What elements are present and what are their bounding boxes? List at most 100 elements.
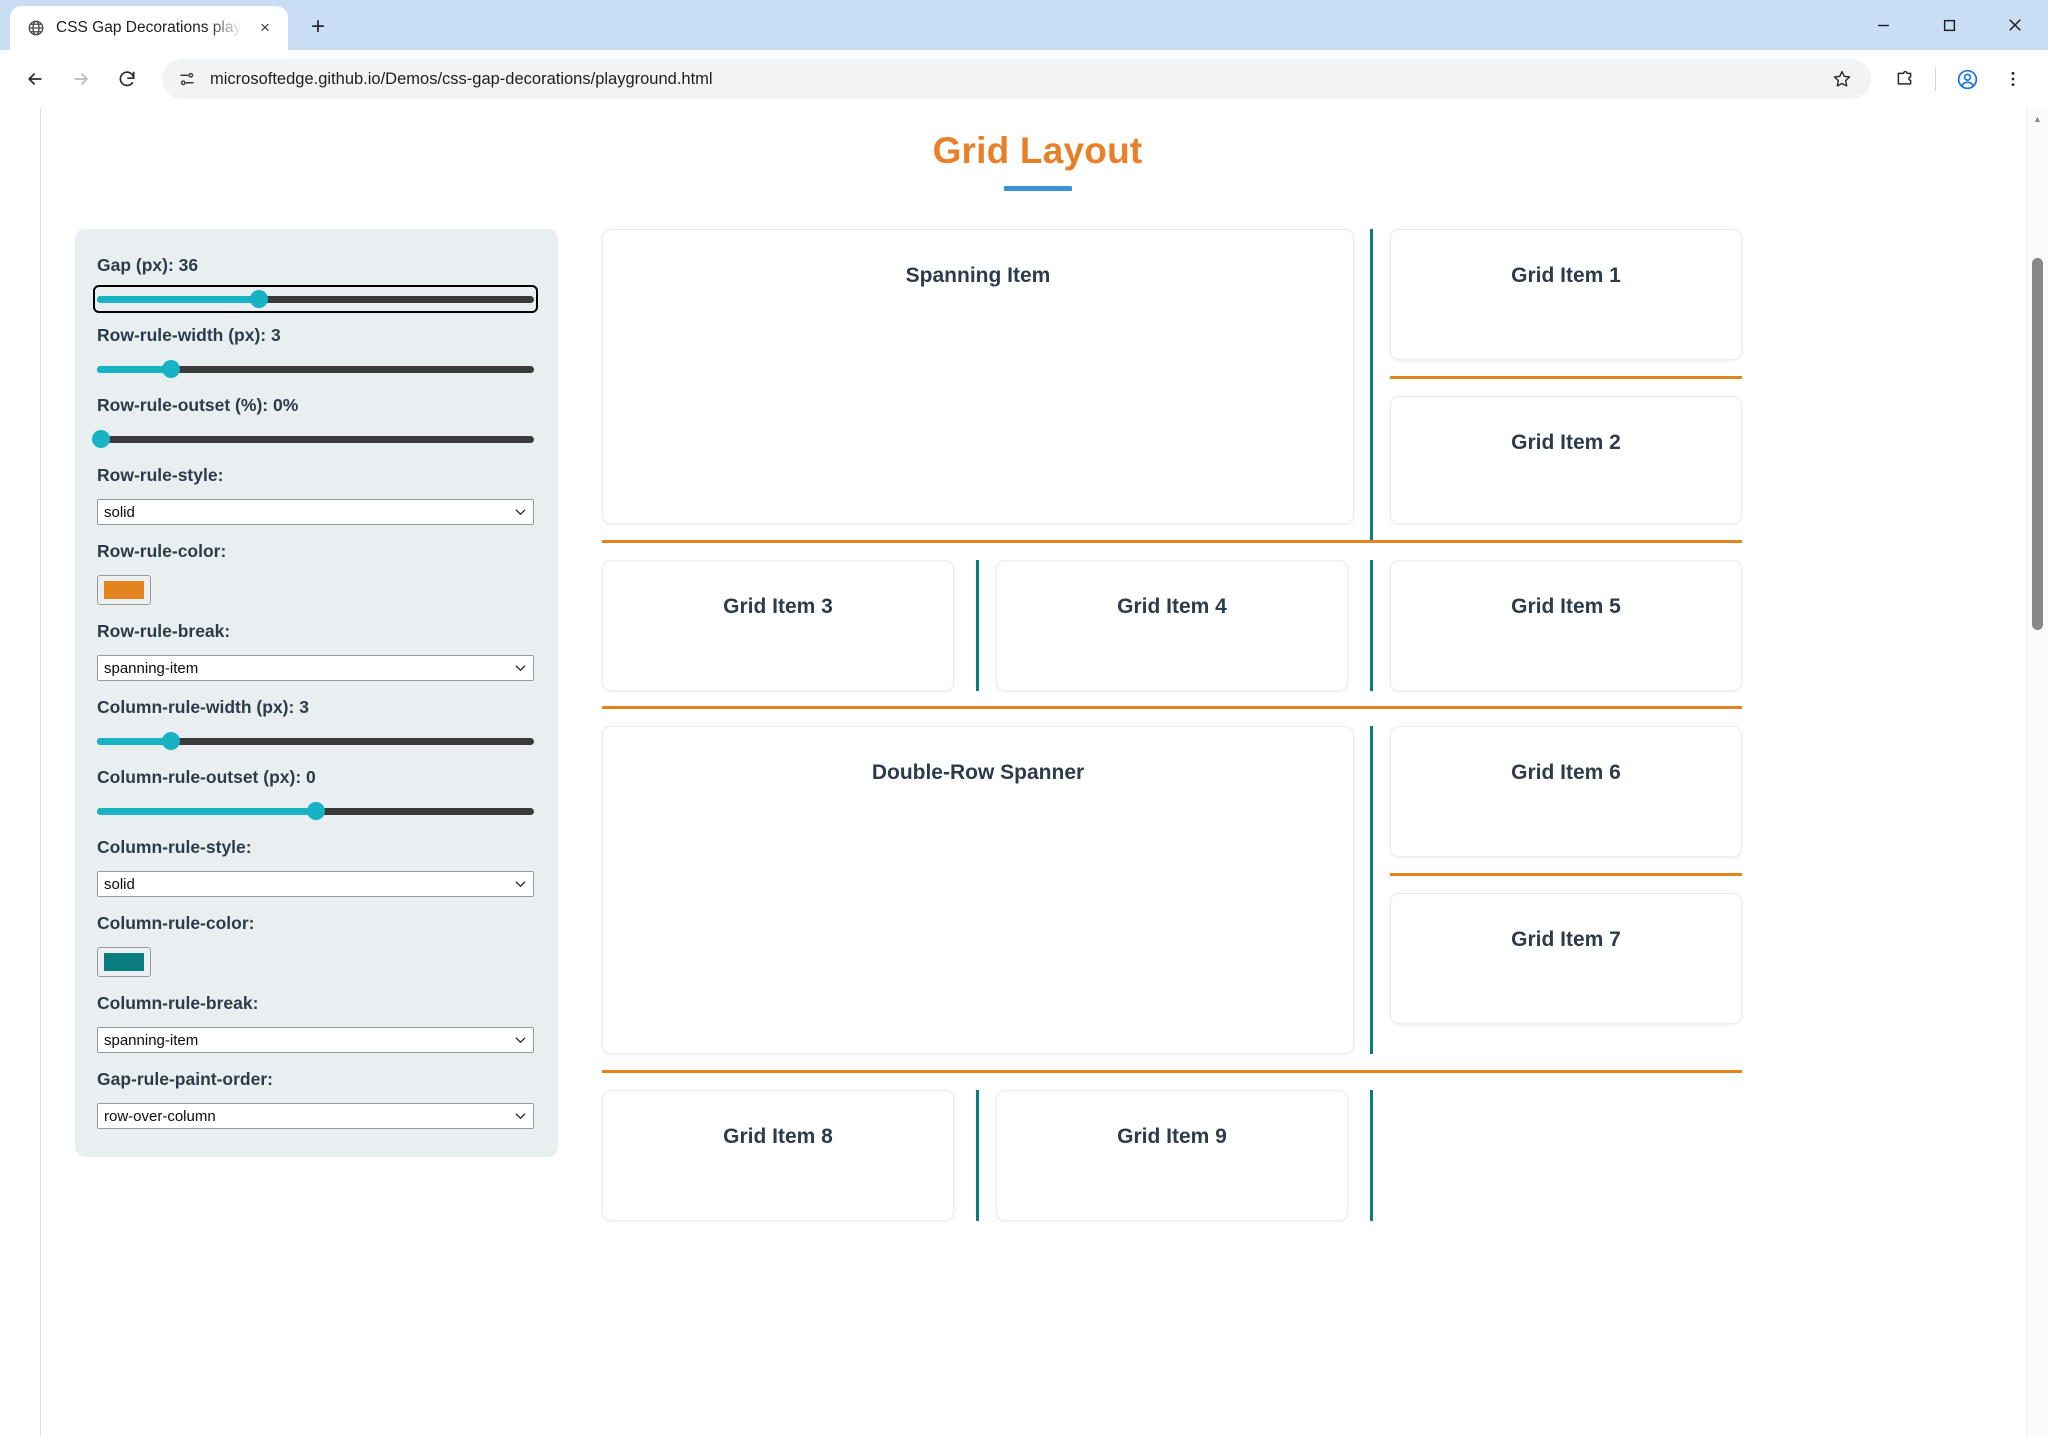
row-rule (1390, 873, 1742, 876)
select-value-gap-rule-paint-order: row-over-column (104, 1107, 216, 1125)
control-label-column-rule-color: Column-rule-color: (97, 913, 255, 933)
column-rule (1370, 726, 1373, 1054)
control-row-rule-width: Row-rule-width (px): 3 (97, 325, 534, 379)
slider-fill (97, 295, 259, 303)
select-row-rule-break[interactable]: spanning-item (97, 655, 534, 681)
slider-column-rule-width[interactable] (97, 731, 534, 751)
grid-item-label: Grid Item 7 (1511, 928, 1621, 951)
browser-toolbar: microsoftedge.github.io/Demos/css-gap-de… (0, 50, 2048, 108)
new-tab-button[interactable]: + (310, 13, 325, 40)
page-scrollbar[interactable]: ▲ (2026, 108, 2048, 1436)
control-label-row-rule-outset: Row-rule-outset (%): 0% (97, 395, 299, 415)
grid-item-label: Grid Item 2 (1511, 431, 1621, 454)
grid-item: Grid Item 5 (1390, 560, 1742, 691)
close-window-button[interactable] (1982, 0, 2048, 50)
forward-button[interactable] (60, 58, 102, 100)
control-row-rule-color: Row-rule-color: (97, 541, 534, 605)
url-text: microsoftedge.github.io/Demos/css-gap-de… (210, 69, 713, 88)
address-bar[interactable]: microsoftedge.github.io/Demos/css-gap-de… (162, 59, 1871, 99)
row-rule (1390, 376, 1742, 379)
grid-item-label: Grid Item 6 (1511, 761, 1621, 784)
control-gap-rule-paint-order: Gap-rule-paint-order: row-over-column (97, 1069, 534, 1129)
control-label-column-rule-break: Column-rule-break: (97, 993, 259, 1013)
slider-column-rule-outset[interactable] (97, 801, 534, 821)
globe-icon (26, 18, 46, 38)
select-column-rule-style[interactable]: solid (97, 871, 534, 897)
chevron-down-icon (513, 877, 527, 891)
tab-strip: CSS Gap Decorations playground × + (0, 0, 2048, 50)
slider-row-rule-outset[interactable] (92, 429, 534, 449)
column-rule (976, 1090, 979, 1221)
control-label-row-rule-style: Row-rule-style: (97, 465, 224, 485)
slider-thumb[interactable] (162, 360, 181, 378)
row-rule (602, 540, 1742, 543)
slider-thumb[interactable] (249, 290, 268, 308)
minimize-button[interactable] (1850, 0, 1916, 50)
slider-track (97, 295, 534, 303)
control-label-row-rule-break: Row-rule-break: (97, 621, 231, 641)
color-picker-column-rule-color[interactable] (97, 947, 151, 977)
grid-item: Grid Item 1 (1390, 229, 1742, 360)
grid-item: Grid Item 6 (1390, 726, 1742, 857)
left-gutter (0, 108, 40, 1436)
chevron-down-icon (513, 661, 527, 675)
slider-thumb[interactable] (92, 430, 111, 448)
select-gap-rule-paint-order[interactable]: row-over-column (97, 1103, 534, 1129)
control-gap: Gap (px): 36 (93, 255, 538, 313)
toolbar-divider (1935, 67, 1936, 91)
row-rule (602, 1070, 1742, 1073)
back-button[interactable] (14, 58, 56, 100)
chevron-down-icon (513, 1033, 527, 1047)
grid-item-label: Spanning Item (905, 264, 1051, 287)
control-label-column-rule-outset: Column-rule-outset (px): 0 (97, 767, 316, 787)
grid-item-label: Grid Item 5 (1511, 595, 1621, 618)
chevron-down-icon (513, 505, 527, 519)
slider-thumb[interactable] (306, 802, 325, 820)
close-tab-icon[interactable]: × (260, 18, 270, 37)
control-label-gap-rule-paint-order: Gap-rule-paint-order: (97, 1069, 273, 1089)
slider-fill (97, 807, 316, 815)
grid-item-label: Grid Item 4 (1117, 595, 1227, 618)
grid-item: Grid Item 3 (602, 560, 954, 691)
control-label-gap: Gap (px): 36 (97, 255, 199, 275)
control-column-rule-break: Column-rule-break: spanning-item (97, 993, 534, 1053)
browser-tab[interactable]: CSS Gap Decorations playground × (10, 6, 288, 50)
maximize-button[interactable] (1916, 0, 1982, 50)
star-icon[interactable] (1827, 64, 1857, 94)
slider-fill (97, 365, 172, 373)
slider-track (97, 435, 534, 443)
window-controls (1850, 0, 2048, 50)
page-viewport: Grid Layout Gap (px): 36 Row-rule-width (… (0, 108, 2048, 1436)
slider-row-rule-width[interactable] (97, 359, 534, 379)
slider-thumb[interactable] (162, 732, 181, 750)
more-vertical-icon[interactable] (1992, 58, 2034, 100)
site-permissions-icon[interactable] (176, 68, 198, 90)
control-column-rule-color: Column-rule-color: (97, 913, 534, 977)
grid-item: Grid Item 4 (996, 560, 1348, 691)
column-rule (976, 560, 979, 691)
control-label-row-rule-color: Row-rule-color: (97, 541, 227, 561)
control-column-rule-width: Column-rule-width (px): 3 (97, 697, 534, 751)
grid-item: Grid Item 2 (1390, 396, 1742, 524)
select-row-rule-style[interactable]: solid (97, 499, 534, 525)
column-rule (1370, 1090, 1373, 1221)
grid-item-label: Grid Item 3 (723, 595, 833, 618)
control-label-row-rule-width: Row-rule-width (px): 3 (97, 325, 281, 345)
slider-track (97, 365, 534, 373)
grid-item: Grid Item 7 (1390, 893, 1742, 1024)
select-column-rule-break[interactable]: spanning-item (97, 1027, 534, 1053)
grid-demo: Spanning Item Grid Item 1 Grid Item 2 Grid … (602, 229, 2000, 1239)
page-title: Grid Layout (932, 130, 1143, 171)
account-icon[interactable] (1946, 58, 1988, 100)
tab-title: CSS Gap Decorations playground (56, 19, 242, 36)
scrollbar-thumb[interactable] (2032, 258, 2043, 630)
scroll-up-arrow[interactable]: ▲ (2033, 114, 2042, 124)
extensions-icon[interactable] (1883, 58, 1925, 100)
web-page: Grid Layout Gap (px): 36 Row-rule-width (… (40, 108, 2048, 1436)
grid-item-label: Grid Item 9 (1117, 1125, 1227, 1148)
color-picker-row-rule-color[interactable] (97, 575, 151, 605)
reload-button[interactable] (106, 58, 148, 100)
slider-gap[interactable] (93, 285, 538, 313)
chevron-down-icon (513, 1109, 527, 1123)
grid-item: Spanning Item (602, 229, 1354, 524)
